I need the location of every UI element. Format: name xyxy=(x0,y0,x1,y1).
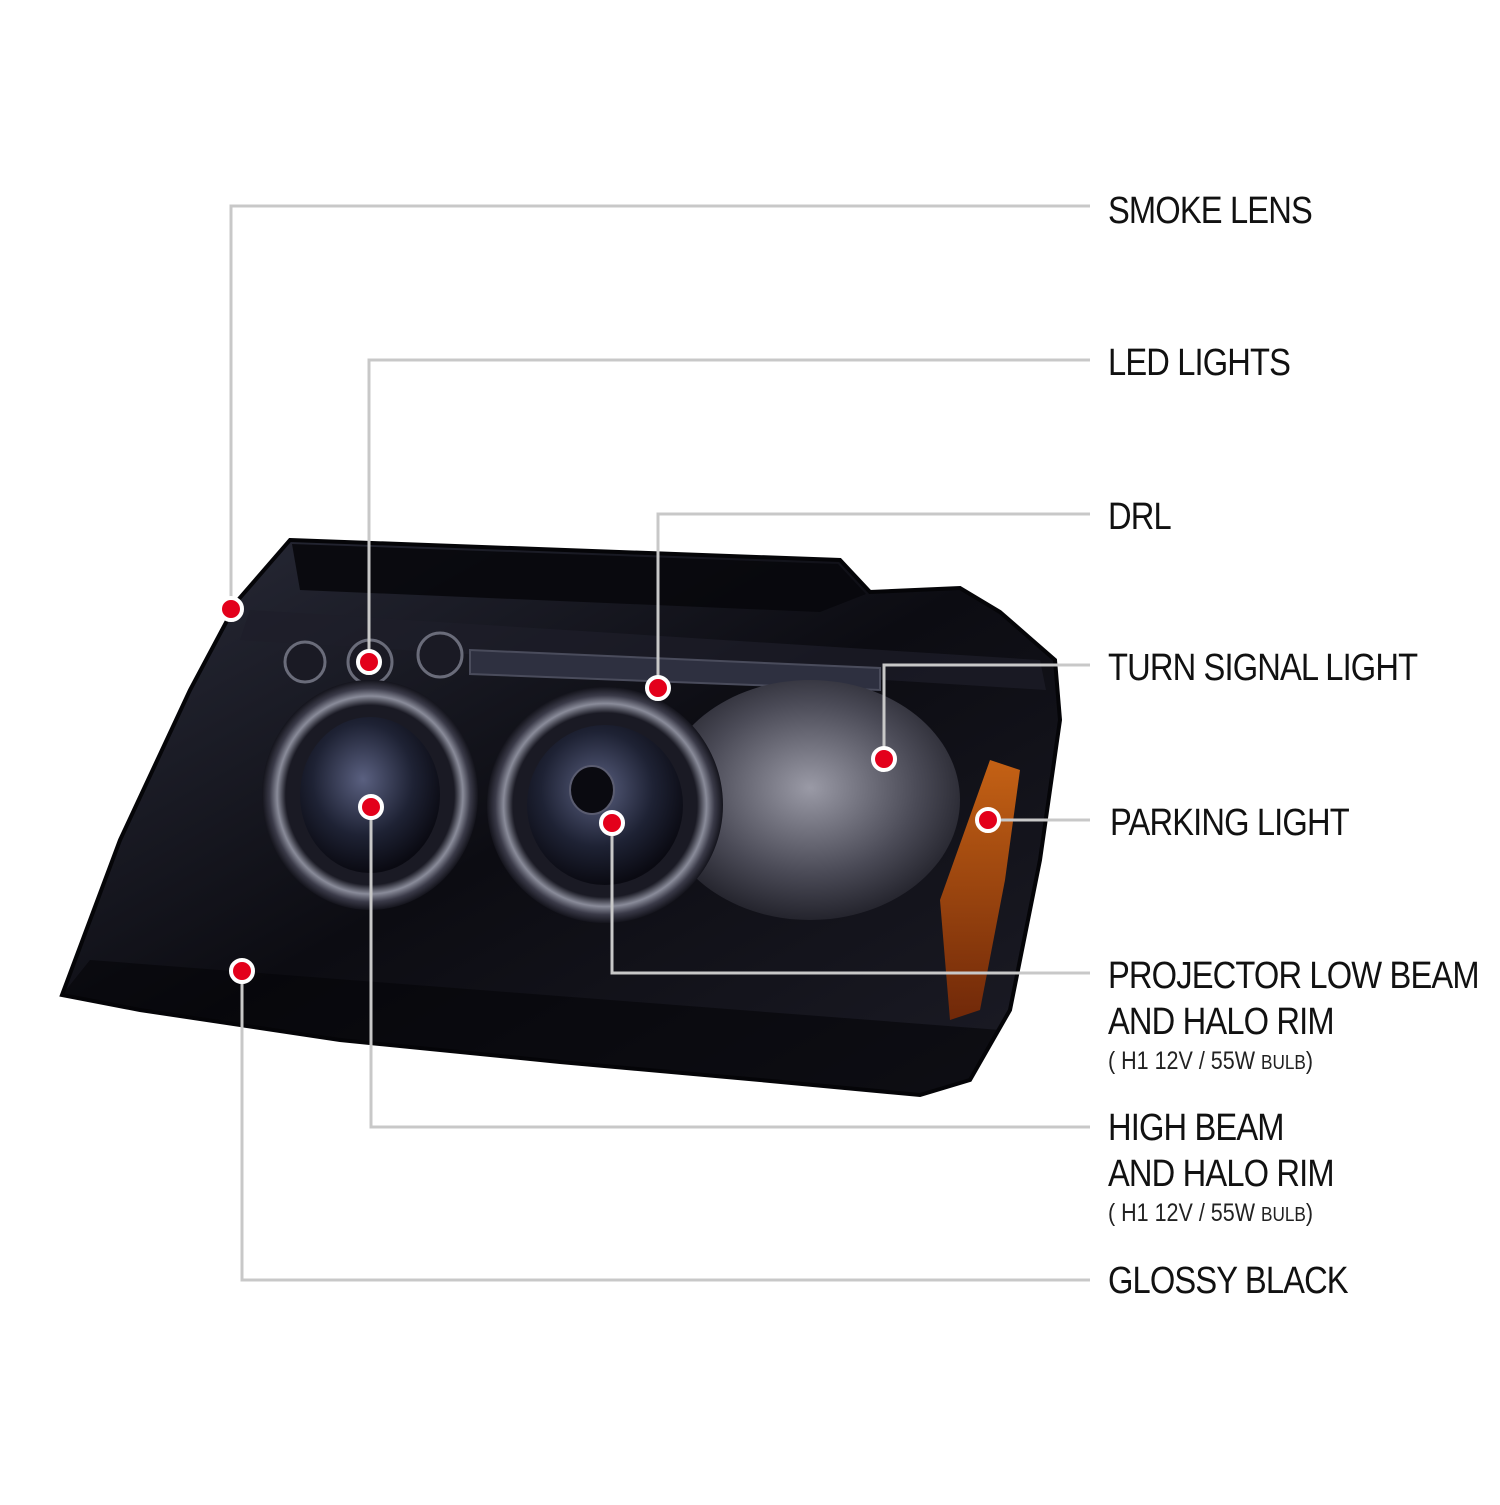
leader-line-glossy-black xyxy=(240,971,1090,1282)
marker-parking xyxy=(975,807,1001,833)
paren-open: ( xyxy=(1108,1047,1116,1075)
label-led-lights-text: LED LIGHTS xyxy=(1108,342,1291,384)
paren-open: ( xyxy=(1108,1199,1116,1227)
marker-glossy-black xyxy=(229,958,255,984)
label-turn-signal: TURN SIGNAL LIGHT xyxy=(1108,645,1418,691)
marker-drl xyxy=(645,675,671,701)
marker-projector-low xyxy=(599,810,625,836)
label-drl-text: DRL xyxy=(1108,496,1172,538)
bulb-unit: BULB xyxy=(1260,1052,1306,1074)
leader-line-high-beam xyxy=(369,807,1090,1129)
label-high-beam-line1: HIGH BEAM xyxy=(1108,1107,1285,1149)
bulb-spec-projector-low: ( H1 12V / 55W BULB) xyxy=(1108,1045,1479,1079)
label-projector-low-beam-line1: PROJECTOR LOW BEAM xyxy=(1108,955,1480,997)
leader-line-projector-low xyxy=(610,823,1090,975)
label-smoke-lens: SMOKE LENS xyxy=(1108,188,1313,234)
paren-close: ) xyxy=(1305,1199,1314,1227)
label-turn-signal-text: TURN SIGNAL LIGHT xyxy=(1108,647,1418,689)
label-projector-low-beam: PROJECTOR LOW BEAM AND HALO RIM ( H1 12V… xyxy=(1108,953,1480,1079)
leader-line-drl xyxy=(656,512,1090,688)
bulb-unit: BULB xyxy=(1260,1204,1306,1226)
marker-led-lights xyxy=(356,649,382,675)
headlight-housing xyxy=(59,537,1063,1098)
label-parking-light: PARKING LIGHT xyxy=(1110,800,1350,846)
marker-high-beam xyxy=(358,794,384,820)
label-high-beam-line2: AND HALO RIM xyxy=(1108,1153,1335,1195)
paren-close: ) xyxy=(1305,1047,1314,1075)
label-glossy-black: GLOSSY BLACK xyxy=(1108,1258,1349,1304)
marker-smoke-lens xyxy=(218,596,244,622)
label-led-lights: LED LIGHTS xyxy=(1108,340,1291,386)
leader-line-smoke-lens xyxy=(229,204,1090,609)
bulb-spec-high-beam: ( H1 12V / 55W BULB) xyxy=(1108,1197,1334,1231)
label-parking-light-text: PARKING LIGHT xyxy=(1110,802,1350,844)
label-high-beam: HIGH BEAM AND HALO RIM ( H1 12V / 55W BU… xyxy=(1108,1105,1335,1231)
label-glossy-black-text: GLOSSY BLACK xyxy=(1108,1260,1349,1302)
label-drl: DRL xyxy=(1108,494,1172,540)
bulb-spec-text: H1 12V / 55W xyxy=(1121,1199,1255,1227)
leader-lines xyxy=(229,204,1090,1282)
label-smoke-lens-text: SMOKE LENS xyxy=(1108,190,1313,232)
leader-line-led-lights xyxy=(367,358,1090,662)
callout-markers xyxy=(218,596,1001,984)
leader-line-turn-signal xyxy=(882,663,1090,759)
label-projector-low-beam-line2: AND HALO RIM xyxy=(1108,1001,1335,1043)
bulb-spec-text: H1 12V / 55W xyxy=(1121,1047,1255,1075)
marker-turn-signal xyxy=(871,746,897,772)
